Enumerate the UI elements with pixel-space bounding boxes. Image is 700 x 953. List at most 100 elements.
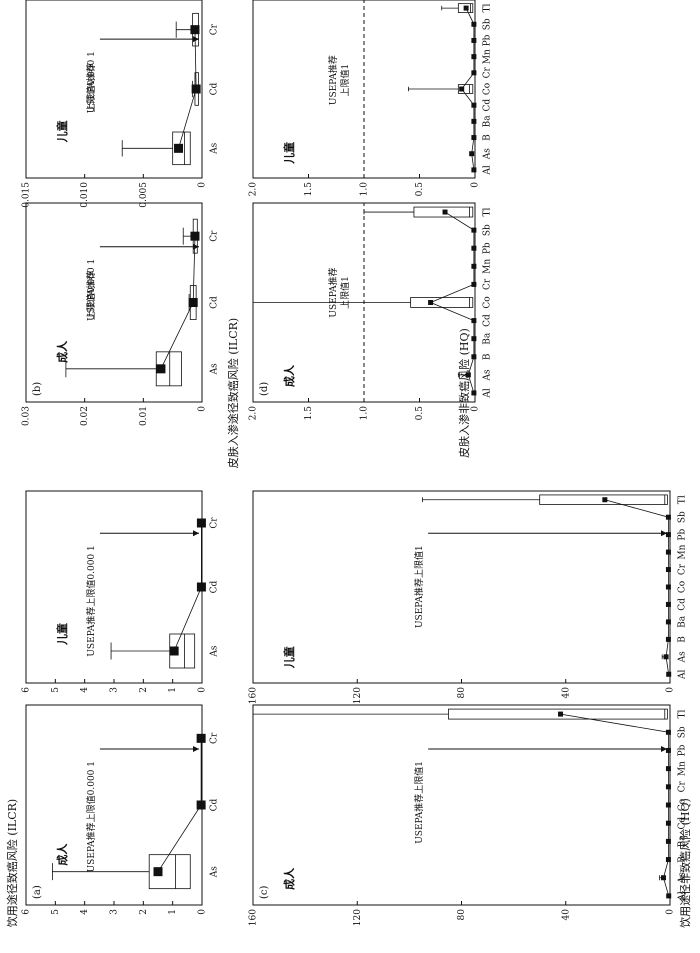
- x-tick-label-b2-Cr: Cr: [210, 23, 220, 35]
- panel-frames: [25, 0, 671, 906]
- x-tick-label-c2-Co: Co: [678, 581, 688, 593]
- panel-marks: [52, 0, 672, 899]
- x-tick-label-b-Cr: Cr: [210, 230, 220, 242]
- x-tick-label-c-As: As: [678, 872, 688, 884]
- x-tick-label-a2-Cd: Cd: [210, 580, 220, 593]
- y-tick-label-d-3: 1.5: [304, 406, 314, 421]
- mean-line-b: [160, 236, 196, 370]
- x-tick-label-c2-Mn: Mn: [678, 544, 688, 559]
- threshold-arrowhead-a: [193, 746, 199, 752]
- x-tick-label-d2-As: As: [483, 148, 493, 160]
- threshold-label-d-1: 上限值1: [339, 276, 351, 309]
- y-tick-label-a2-0: 0: [198, 687, 208, 693]
- x-tick-label-d-Tl: Tl: [483, 207, 493, 216]
- y-tick-label-c-0: 0: [666, 909, 676, 915]
- x-tick-label-d-Ba: Ba: [483, 332, 493, 345]
- ylabel-skin-noncancer: 皮肤入渗非致癌风险 (HQ): [457, 328, 471, 458]
- y-tick-label-a2-2: 2: [139, 687, 149, 693]
- y-tick-label-d2-3: 1.5: [304, 182, 314, 197]
- x-tick-label-a2-As: As: [210, 645, 220, 657]
- x-tick-label-d2-Co: Co: [483, 83, 493, 95]
- mean-line-d2: [461, 7, 475, 170]
- y-tick-label-c-3: 120: [353, 909, 363, 926]
- x-tick-label-d-B: B: [483, 353, 493, 360]
- x-tick-label-c-Cr: Cr: [678, 781, 688, 793]
- y-tick-label-b-1: 0.01: [139, 406, 149, 426]
- x-tick-label-a-Cd: Cd: [210, 798, 220, 811]
- threshold-label-d-0: USEPA推荐: [327, 268, 339, 318]
- threshold-label-a2-0: USEPA推荐上限值0.000 1: [85, 545, 97, 656]
- y-tick-label-a2-6: 6: [22, 687, 32, 693]
- y-tick-label-d-1: 0.5: [415, 406, 425, 421]
- y-tick-label-c2-1: 40: [561, 687, 571, 699]
- y-tick-label-c2-0: 0: [666, 687, 676, 693]
- threshold-arrowhead-b2: [193, 36, 199, 43]
- panel-label-a: (a): [32, 885, 43, 899]
- x-tick-label-c-Ba: Ba: [678, 835, 688, 848]
- threshold-label-c2-0: USEPA推荐上限值1: [413, 545, 425, 628]
- x-tick-label-a-Cr: Cr: [210, 732, 220, 744]
- y-tick-label-d2-4: 2.0: [249, 182, 259, 197]
- x-tick-label-c2-Cd: Cd: [678, 598, 688, 611]
- x-tick-label-d2-Cr: Cr: [483, 67, 493, 79]
- mean-marker-a-As: [153, 867, 163, 877]
- plot-frame-b2: [25, 0, 203, 179]
- y-tick-label-b-2: 0.02: [80, 406, 90, 426]
- box-a-As: [148, 854, 191, 890]
- x-tick-label-c2-Cr: Cr: [678, 563, 688, 575]
- x-tick-label-d2-Pb: Pb: [483, 34, 493, 46]
- y-tick-label-a-1: 1: [168, 909, 178, 915]
- threshold-label-d2-0: USEPA推荐: [327, 55, 339, 105]
- x-tick-label-b2-As: As: [210, 142, 220, 154]
- plot-frame-c2: [252, 490, 671, 684]
- y-tick-label-c-2: 80: [457, 909, 467, 921]
- x-tick-label-c-Sb: Sb: [678, 726, 688, 738]
- box-d-Co: [410, 297, 474, 308]
- y-tick-label-c-4: 160: [249, 909, 259, 926]
- threshold-arrowhead-c2: [661, 530, 667, 537]
- y-tick-label-a2-3: 3: [110, 687, 120, 693]
- x-tick-label-d2-Ba: Ba: [483, 115, 493, 128]
- group-label-c2: 儿童: [282, 646, 296, 669]
- x-tick-label-d2-Tl: Tl: [483, 4, 493, 13]
- threshold-label-b2-1: 上限值0.000 1: [85, 51, 97, 112]
- x-tick-label-a2-Cr: Cr: [210, 517, 220, 529]
- y-tick-label-b-3: 0.03: [22, 406, 32, 426]
- x-tick-label-d-Cr: Cr: [483, 278, 493, 290]
- y-tick-label-a-6: 6: [22, 909, 32, 915]
- x-tick-label-d2-B: B: [483, 134, 493, 141]
- plot-frame-c: [252, 704, 671, 906]
- mean-marker-a-Cr: [196, 733, 206, 743]
- ylabel-drinking-cancer: 饮用途径致癌风险 (ILCR): [5, 799, 19, 927]
- mean-line-c2: [604, 499, 670, 675]
- x-tick-label-c2-Pb: Pb: [678, 528, 688, 540]
- x-tick-label-d2-Al: Al: [483, 165, 493, 175]
- x-tick-label-c-Pb: Pb: [678, 744, 688, 756]
- x-tick-label-d-As: As: [483, 369, 493, 381]
- y-tick-label-b-0: 0: [198, 406, 208, 412]
- mean-marker-c-Al: [666, 893, 672, 899]
- mean-line-d: [429, 211, 475, 394]
- x-tick-label-d-Pb: Pb: [483, 242, 493, 254]
- y-tick-label-d-0: 0: [471, 406, 481, 412]
- y-tick-label-b2-0: 0: [198, 182, 208, 188]
- x-tick-label-d-Co: Co: [483, 296, 493, 308]
- y-tick-label-a-0: 0: [198, 909, 208, 915]
- group-label-a: 成人: [55, 843, 69, 866]
- x-tick-label-d-Al: Al: [483, 388, 493, 398]
- x-tick-label-d2-Cd: Cd: [483, 99, 493, 112]
- y-tick-label-c2-2: 80: [457, 687, 467, 699]
- x-tick-label-a-As: As: [210, 866, 220, 878]
- x-tick-label-c2-Sb: Sb: [678, 511, 688, 523]
- x-tick-label-c2-Ba: Ba: [678, 615, 688, 628]
- y-tick-label-b2-1: 0.005: [139, 182, 149, 208]
- threshold-label-a-0: USEPA推荐上限值0.000 1: [85, 761, 97, 872]
- ylabel-drinking-noncancer: 饮用途径非致癌风险 (HQ): [678, 798, 692, 928]
- threshold-label-b-0: USEPA推荐: [85, 271, 97, 321]
- y-tick-label-c-1: 40: [561, 909, 571, 921]
- x-tick-label-c-Tl: Tl: [678, 710, 688, 719]
